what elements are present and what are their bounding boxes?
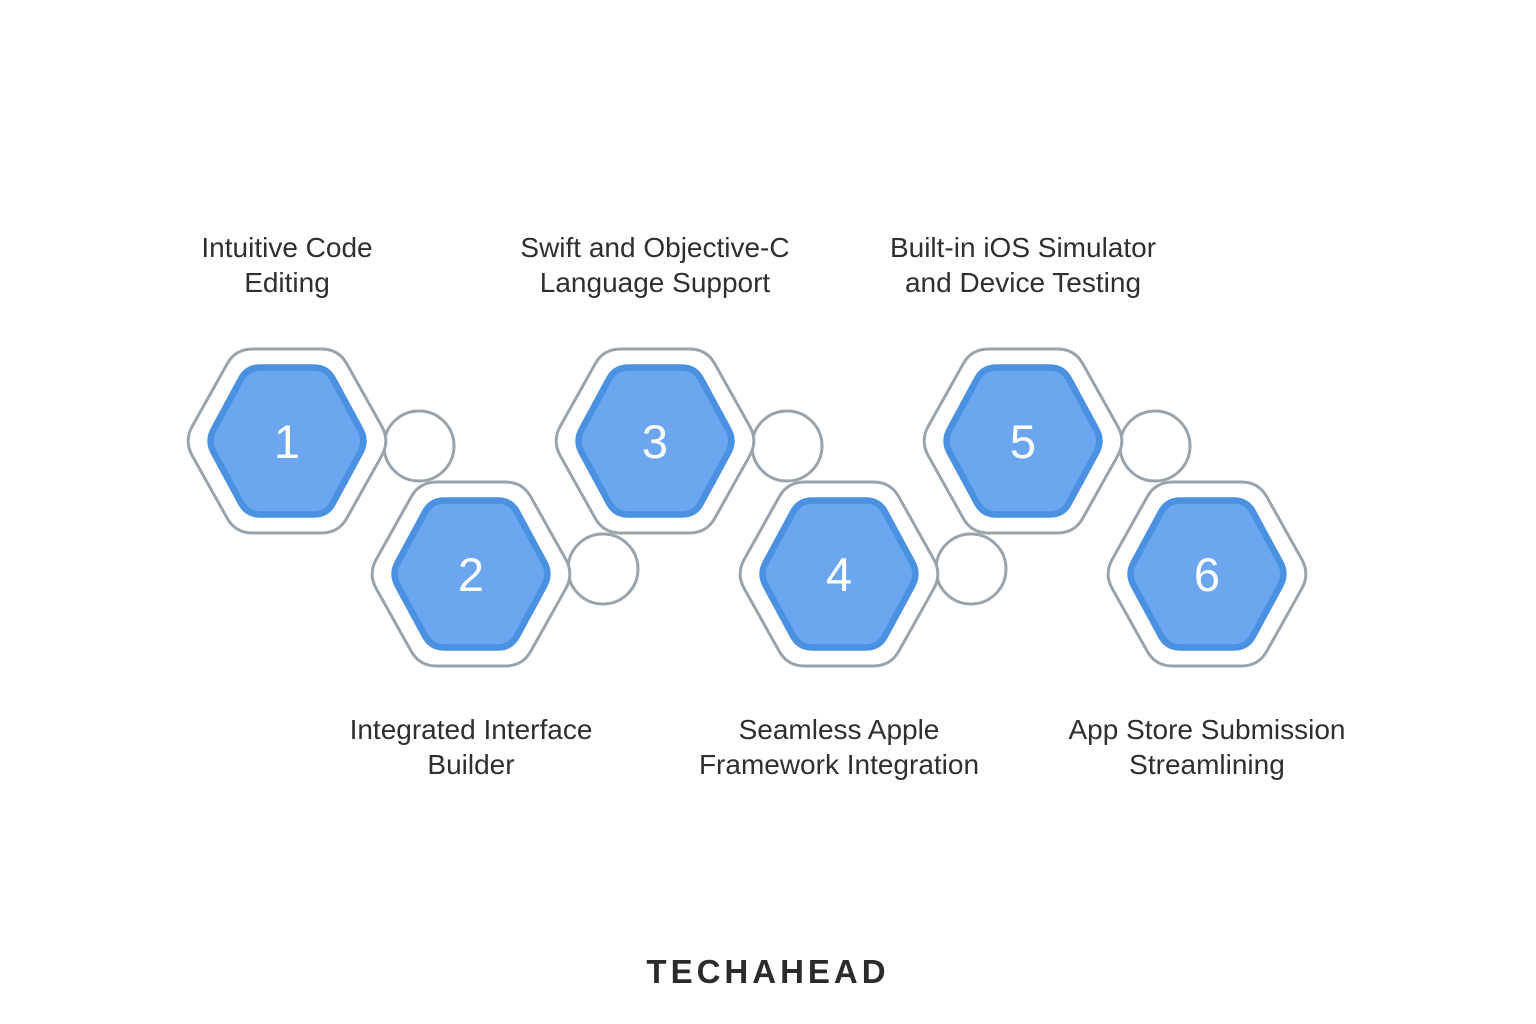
node-label: App Store Submission Streamlining: [1068, 714, 1346, 780]
node-label: Swift and Objective-C Language Support: [520, 232, 790, 298]
hexagon-inner: [759, 497, 919, 651]
connector-circle: [750, 409, 824, 483]
hexagon-node: 3: [554, 347, 756, 535]
hexagon-node: 4: [738, 480, 940, 668]
node-label: Intuitive Code Editing: [201, 232, 373, 298]
connector-circle: [382, 409, 456, 483]
hexagon-inner: [391, 497, 551, 651]
hexagon-node: 6: [1106, 480, 1308, 668]
hexagon-number: 5: [1010, 415, 1036, 468]
hexagon-number: 4: [826, 548, 852, 601]
hexagon-inner: [943, 364, 1103, 518]
node-label: Built-in iOS Simulator and Device Testin…: [889, 232, 1157, 298]
hexagon-number: 6: [1194, 548, 1220, 601]
connector-circle: [566, 532, 640, 606]
hexagon-node: 5: [922, 347, 1124, 535]
node-label: Seamless Apple Framework Integration: [698, 714, 980, 780]
hexagon-node: 1: [186, 347, 388, 535]
hexagon-inner: [575, 364, 735, 518]
hexagon-inner: [207, 364, 367, 518]
connector-circle: [1118, 409, 1192, 483]
hexagon-number: 2: [458, 548, 484, 601]
connector-circle: [934, 532, 1008, 606]
hexagon-node: 2: [370, 480, 572, 668]
hexagon-number: 1: [274, 415, 300, 468]
hexagon-inner: [1127, 497, 1287, 651]
techahead-logo: TECHAHEAD: [646, 953, 890, 990]
node-label: Integrated Interface Builder: [349, 714, 593, 780]
hexagon-number: 3: [642, 415, 668, 468]
